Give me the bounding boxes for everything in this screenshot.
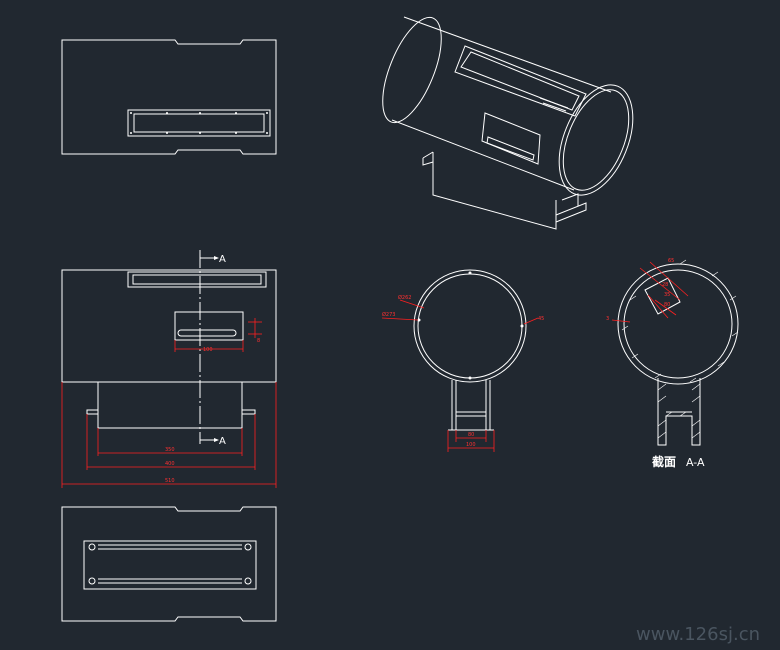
- section-dimensions: 65 28 35 80 3: [606, 258, 689, 323]
- dim-400: 400: [165, 461, 175, 467]
- bottom-view-outline: [61, 506, 277, 622]
- section-hatch: [621, 259, 739, 383]
- side-inner-circle: [417, 273, 523, 379]
- section-label-cn: 截面: [652, 454, 676, 469]
- section-stand: [657, 378, 701, 446]
- side-view: Ø262 Ø273 45 80 100: [381, 269, 544, 452]
- dim-100: 100: [466, 442, 476, 448]
- dim-d262: Ø262: [398, 294, 411, 301]
- bottom-bolt-holes: [88, 543, 252, 585]
- iso-side-window: [481, 112, 541, 165]
- bottom-view: [61, 506, 277, 622]
- dim-350: 350: [165, 447, 175, 453]
- iso-top-slot: [454, 45, 587, 117]
- iso-front-end-inner: [562, 89, 630, 191]
- dim-510: 510: [165, 478, 175, 484]
- front-side-window: [174, 311, 244, 341]
- section-outer-circle: [617, 263, 739, 385]
- iso-front-end: [558, 84, 634, 196]
- dim-28: 28: [662, 282, 668, 288]
- dim-45: 45: [538, 316, 544, 322]
- section-slot: [644, 277, 681, 315]
- dim-80b: 80: [664, 302, 670, 308]
- top-slot-bolts: [130, 112, 268, 134]
- dim-d273: Ø273: [382, 311, 395, 318]
- dim-65: 65: [668, 258, 674, 264]
- section-mark-bottom: A: [219, 436, 226, 447]
- watermark: www.126sj.cn: [636, 624, 760, 645]
- front-stand-foot-left: [86, 409, 99, 415]
- dim-80: 80: [468, 432, 474, 438]
- section-aa-view: 65 28 35 80 3 截面 A-A: [606, 258, 739, 469]
- section-mark-top: A: [219, 254, 226, 265]
- top-slot-frame: [127, 109, 271, 137]
- isometric-view: [382, 16, 634, 230]
- top-view-outline: [61, 39, 277, 155]
- top-view: [61, 39, 277, 155]
- front-side-slot: [177, 329, 237, 337]
- dim-3: 3: [606, 316, 609, 322]
- dim-35: 35: [664, 292, 670, 298]
- section-label-ref: A-A: [686, 456, 705, 469]
- iso-back-end: [382, 16, 442, 124]
- front-stand-foot-right: [241, 409, 256, 415]
- dim-small-v: 8: [257, 338, 260, 344]
- bottom-plate: [83, 540, 257, 590]
- front-view: A A 100 8 350 400 510: [61, 250, 277, 488]
- front-dimensions: 100 8 350 400 510: [61, 318, 277, 488]
- section-inner-circle: [623, 269, 733, 379]
- top-slot-inner: [133, 113, 265, 133]
- dim-slot-100: 100: [203, 347, 213, 353]
- front-top-slot: [127, 271, 267, 288]
- side-dimensions: Ø262 Ø273 45 80 100: [381, 294, 544, 452]
- side-outer-circle: [413, 269, 527, 383]
- front-top-slot-inner: [132, 274, 262, 285]
- front-stand: [97, 381, 243, 429]
